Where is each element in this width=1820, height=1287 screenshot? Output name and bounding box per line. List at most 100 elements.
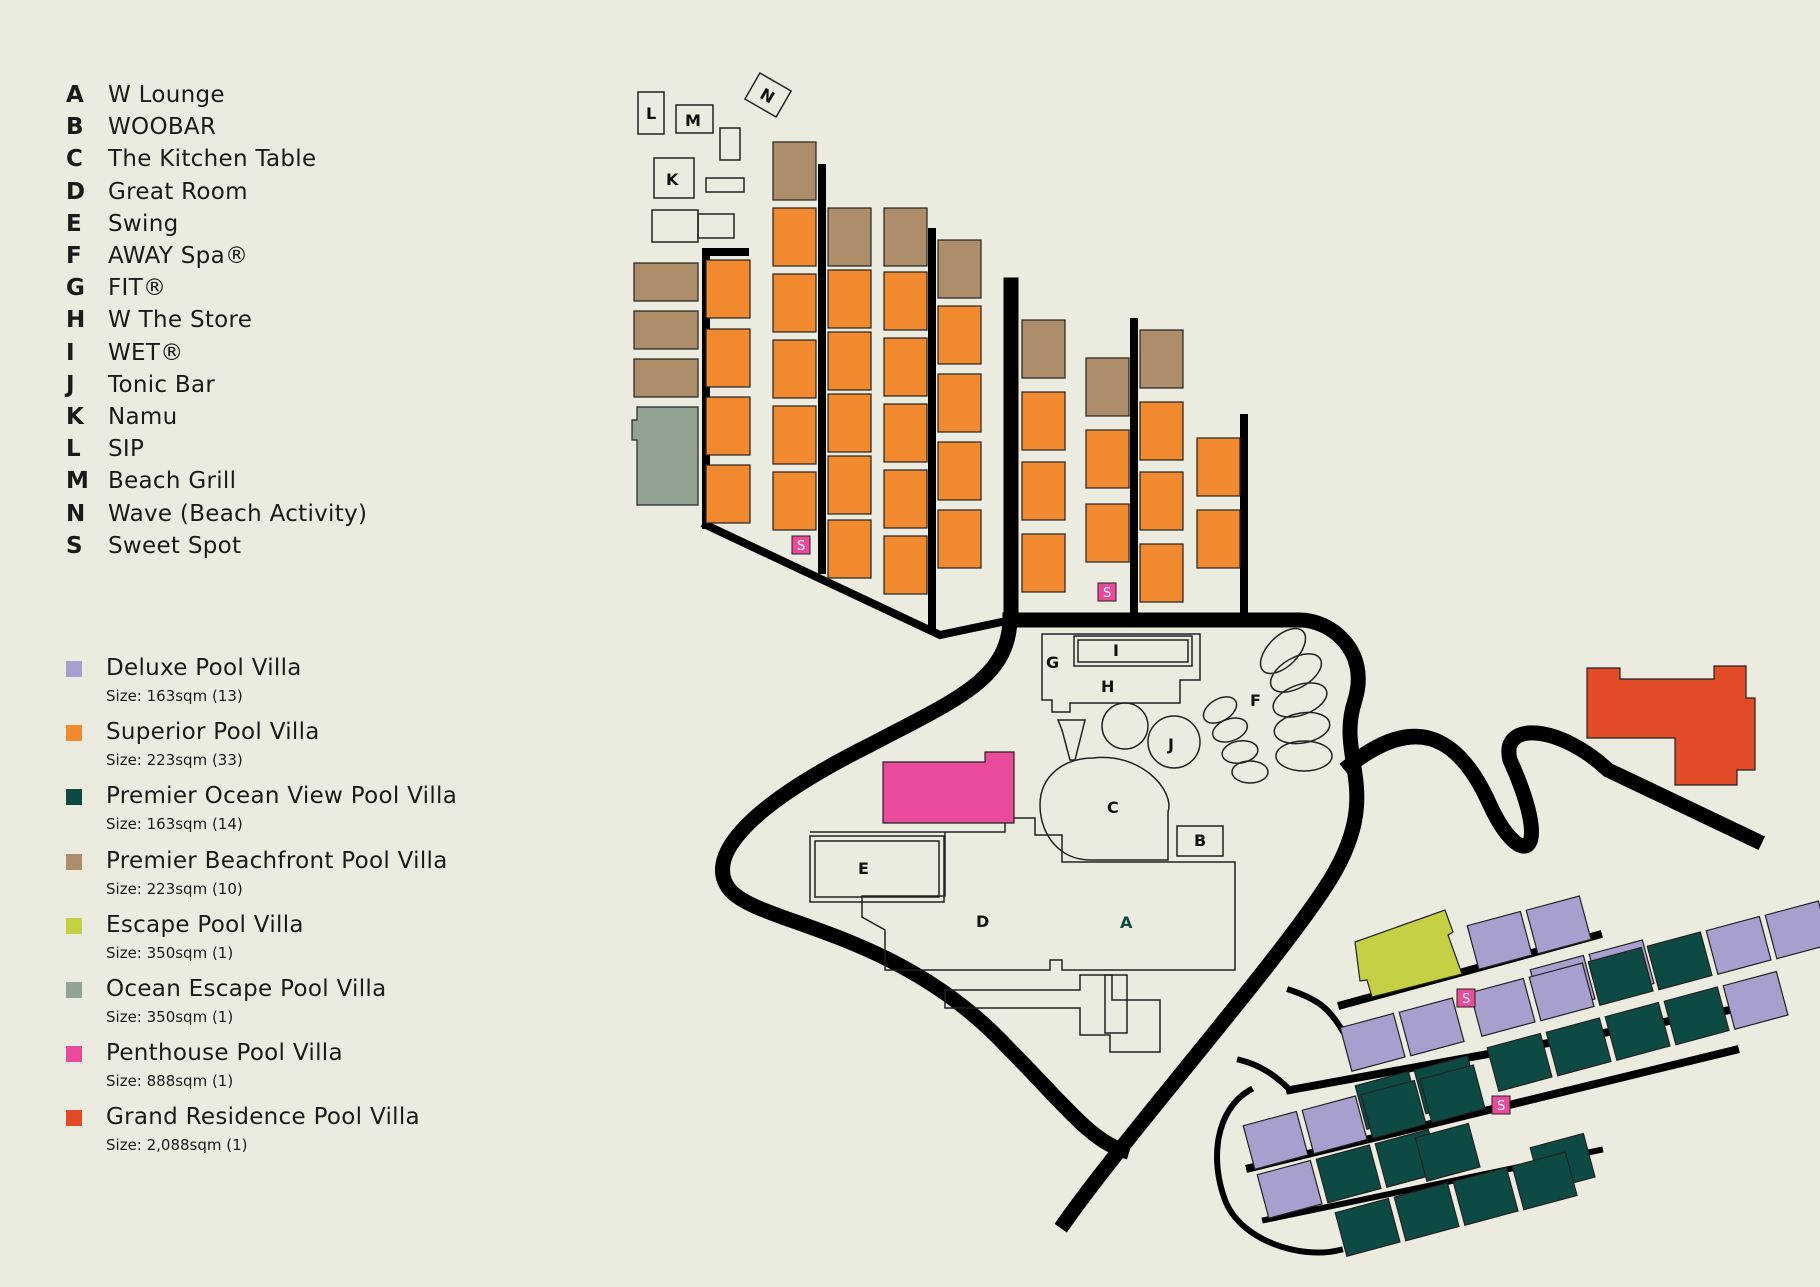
facility-name: AWAY Spa® (108, 243, 249, 269)
villa-type-name: Penthouse Pool Villa (106, 1040, 343, 1067)
resort-buildings (809, 633, 1236, 1053)
color-swatch (66, 982, 82, 998)
premier-ocean-view-pool-villa (1646, 931, 1713, 991)
annex-block (651, 209, 699, 243)
sweet-spot-marker (791, 535, 811, 555)
villa-type-name: Premier Beachfront Pool Villa (106, 847, 448, 874)
map-label-f: F (1250, 691, 1261, 710)
facility-letter: H (66, 307, 86, 334)
annex-small-2 (705, 177, 745, 193)
superior-pool-villa (705, 328, 751, 388)
premier-ocean-view-pool-villa (1452, 1166, 1519, 1226)
premier-ocean-view-pool-villa (1360, 1079, 1427, 1139)
woobar-building (1176, 825, 1224, 857)
sweet-spot-marker (1491, 1095, 1511, 1115)
color-swatch (66, 917, 82, 934)
superior-pool-villa (772, 405, 817, 465)
facility-letter: I (66, 339, 75, 366)
premier-beachfront-pool-villa (883, 207, 928, 267)
facility-name: Wave (Beach Activity) (108, 500, 368, 527)
superior-pool-villa (937, 441, 982, 501)
villa-base-road-west (700, 519, 1016, 640)
sweet-spot-marker (1456, 988, 1476, 1008)
facility-name: WOOBAR (108, 114, 217, 141)
map-label-b: B (1194, 831, 1206, 850)
facility-letter: N (66, 500, 86, 527)
premier-beachfront-pool-villa (827, 207, 872, 267)
facility-letter: G (66, 275, 85, 302)
facility-letter: S (66, 532, 83, 559)
sweet-spot-marker (1097, 582, 1117, 602)
deluxe-pool-villa (1466, 910, 1533, 970)
superior-pool-villa (937, 305, 982, 365)
sip-building (637, 91, 665, 135)
premier-beachfront-pool-villa (633, 262, 699, 302)
facility-name: Swing (108, 210, 179, 237)
superior-pool-villa (827, 393, 872, 453)
map-label-e: E (858, 859, 869, 878)
facility-letter: D (66, 178, 86, 205)
superior-pool-villa (705, 464, 751, 524)
facility-letter: C (66, 146, 83, 173)
villa-type-size: Size: 2,088sqm (1) (106, 1136, 248, 1155)
villa-type-name: Grand Residence Pool Villa (106, 1104, 420, 1131)
facility-name: WET® (108, 339, 184, 366)
facility-letter: K (66, 404, 84, 430)
grand-residence-pool-villa (1586, 665, 1756, 786)
map-label-d: D (976, 912, 989, 931)
spa-pods (1202, 627, 1333, 784)
premier-beachfront-pool-villa (633, 310, 699, 350)
deluxe-pool-villa (1722, 970, 1789, 1030)
service-passage (1104, 974, 1128, 1034)
color-swatch (66, 1110, 82, 1127)
wet-pool (1073, 635, 1193, 667)
sweet-spot-label: S (1462, 992, 1470, 1007)
premier-ocean-view-pool-villa (1511, 1151, 1578, 1211)
color-swatch (66, 1046, 82, 1063)
premier-ocean-view-pool-villa (1393, 1182, 1460, 1242)
superior-pool-villa (883, 337, 928, 397)
annex-small-1 (719, 127, 741, 161)
facility-letter: L (66, 436, 81, 463)
deluxe-pool-villa (1525, 895, 1592, 955)
superior-pool-villa (772, 339, 817, 399)
deluxe-pool-villa (1764, 900, 1820, 960)
premier-beachfront-pool-villa (633, 358, 699, 398)
swing-building-outer (809, 835, 945, 903)
color-swatch (66, 725, 82, 742)
facility-name: Tonic Bar (108, 371, 216, 398)
sweet-spot-label: S (797, 539, 805, 554)
color-swatch (66, 853, 82, 870)
superior-pool-villa (937, 373, 982, 433)
spa-building (1056, 719, 1086, 761)
facility-legend-item: N Wave (Beach Activity) (66, 499, 367, 529)
facility-letter: E (66, 210, 82, 237)
annex-block-2 (697, 213, 735, 239)
facility-legend-item: E Swing (66, 209, 178, 239)
facility-name: The Kitchen Table (108, 146, 317, 173)
villa-type-name: Deluxe Pool Villa (106, 655, 302, 681)
villa-type-size: Size: 163sqm (13) (106, 687, 243, 705)
facility-name: Beach Grill (108, 468, 237, 495)
kitchen-table-building (1039, 756, 1170, 861)
se-road-loop (1214, 986, 1347, 1256)
superior-pool-villa (1139, 401, 1184, 461)
premier-ocean-view-pool-villa (1545, 1017, 1612, 1077)
superior-pool-villa (705, 259, 751, 319)
facility-letter: M (66, 468, 89, 495)
villa-type-size: Size: 350sqm (1) (106, 1008, 234, 1026)
map-label-c: C (1107, 798, 1119, 817)
villa-type-name: Escape Pool Villa (106, 911, 304, 938)
deluxe-pool-villa (1301, 1095, 1368, 1155)
east-loop-road (1002, 612, 1366, 1233)
premier-ocean-view-pool-villa (1419, 1064, 1486, 1124)
beach-grill-building (675, 104, 714, 134)
spa-pod (1273, 711, 1331, 745)
map-label-a: A (1120, 913, 1133, 932)
deluxe-pool-villa (1469, 977, 1536, 1037)
